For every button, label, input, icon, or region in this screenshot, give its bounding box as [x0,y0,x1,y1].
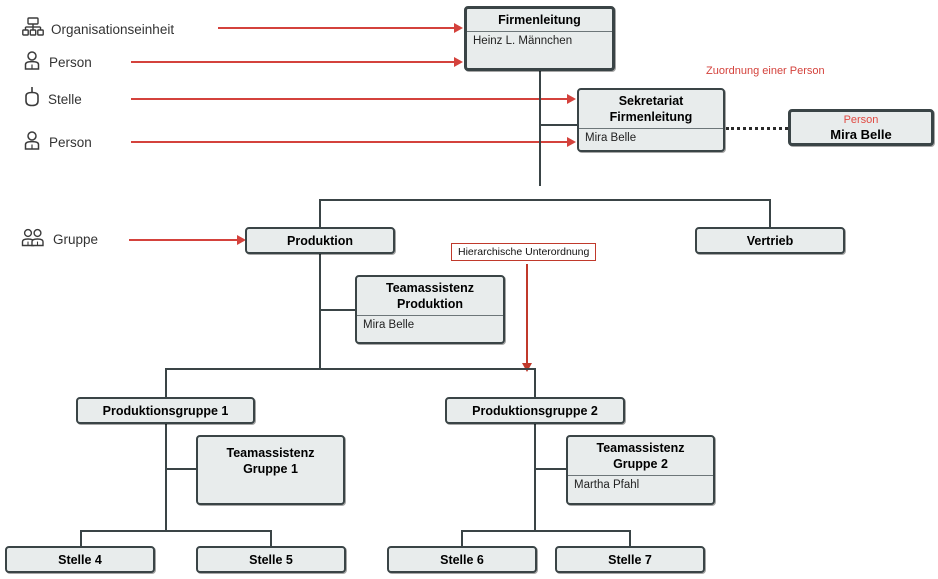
node-stelle-7[interactable]: Stelle 7 [555,546,705,573]
node-stelle-5[interactable]: Stelle 5 [196,546,346,573]
legend-item-stelle: Stelle [23,86,82,113]
connector-teamassistenz-g2-stub [534,468,567,470]
node-title-line-1: Teamassistenz [385,281,474,295]
node-stelle-4[interactable]: Stelle 4 [5,546,155,573]
node-title-line-2: Firmenleitung [609,110,693,124]
node-title: Stelle 5 [249,552,293,567]
legend-label: Stelle [48,92,82,107]
node-produktionsgruppe-1[interactable]: Produktionsgruppe 1 [76,397,255,424]
node-title: Stelle 4 [58,552,102,567]
node-person-card-mira-belle[interactable]: Person Mira Belle [788,109,934,146]
pointer-arrow-person-2 [567,136,576,147]
connector-sekretariat-stub [539,124,578,126]
annotation-hierarchy-line [526,264,528,363]
connector-gruppe2-spine [534,423,536,530]
person-icon [22,130,42,155]
connector-person-assignment-dotted [726,127,788,130]
connector-to-vertrieb [769,199,771,228]
legend-label: Gruppe [53,232,99,247]
annotation-hierarchy-box: Hierarchische Unterordnung [451,243,597,261]
node-teamassistenz-gruppe-1[interactable]: Teamassistenz Gruppe 1 [196,435,345,505]
pointer-line-stelle [131,98,567,100]
node-title: Stelle 7 [608,552,652,567]
node-title-line-1: Teamassistenz [596,441,685,455]
connector-to-stelle-5 [270,530,272,547]
connector-to-stelle-4 [80,530,82,547]
connector-teamassistenz-g1-stub [165,468,197,470]
legend-item-person-1: Person [22,50,92,75]
position-icon [23,86,41,113]
connector-to-stelle-7 [629,530,631,547]
annotation-assignment-label: Zuordnung einer Person [706,65,825,77]
node-firmenleitung[interactable]: Firmenleitung Heinz L. Männchen [464,6,615,71]
group-icon [20,227,46,252]
org-unit-icon [22,17,44,42]
node-title: Produktion [287,233,353,248]
pointer-arrow-gruppe [237,234,246,245]
node-produktionsgruppe-2[interactable]: Produktionsgruppe 2 [445,397,625,424]
person-card-kind: Person [843,113,879,126]
node-title: Firmenleitung [467,9,612,32]
pointer-line-gruppe [129,239,237,241]
node-person: Mira Belle [363,319,415,331]
node-title-line-2: Produktion [397,297,463,311]
pointer-arrow-organisationseinheit [454,22,463,33]
connector-teamassistenz-produktion-stub [319,309,357,311]
legend-label: Person [49,135,92,150]
node-title-line-1: Teamassistenz [226,446,315,460]
node-title: Produktionsgruppe 2 [472,403,598,418]
legend-item-person-2: Person [22,130,92,155]
node-title: Stelle 6 [440,552,484,567]
pointer-line-person-1 [131,61,454,63]
node-title-line-1: Sekretariat [618,94,684,108]
connector-to-produktion [319,199,321,228]
connector-gruppe1-spine [165,423,167,530]
connector-firmenleitung-spine [539,70,541,186]
node-title: Produktionsgruppe 1 [102,403,229,418]
connector-to-stelle-6 [461,530,463,547]
legend-item-organisationseinheit: Organisationseinheit [22,17,174,42]
node-title: Teamassistenz Gruppe 2 [568,437,713,476]
node-stelle-6[interactable]: Stelle 6 [387,546,537,573]
pointer-arrow-person-1 [454,56,463,67]
node-title-line-2: Gruppe 1 [243,462,298,476]
node-produktion[interactable]: Produktion [245,227,395,254]
annotation-hierarchy-arrow [522,363,532,372]
node-sekretariat-firmenleitung[interactable]: Sekretariat Firmenleitung Mira Belle [577,88,725,152]
pointer-line-organisationseinheit [218,27,454,29]
legend-label: Organisationseinheit [51,22,175,37]
connector-level2-bar [319,199,771,201]
node-person: Mira Belle [585,132,637,144]
node-person [198,480,343,486]
node-person: Heinz L. Männchen [473,35,573,47]
node-vertrieb[interactable]: Vertrieb [695,227,845,254]
legend-item-gruppe: Gruppe [20,227,98,252]
node-title: Teamassistenz Produktion [357,277,503,316]
connector-gruppe1-leaf-bar [80,530,271,532]
node-title: Vertrieb [746,233,794,248]
pointer-arrow-stelle [567,93,576,104]
person-icon [22,50,42,75]
connector-to-produktionsgruppe-2 [534,368,536,398]
node-title: Sekretariat Firmenleitung [579,90,723,129]
connector-level3-bar [165,368,536,370]
connector-gruppe2-leaf-bar [461,530,630,532]
person-card-name: Mira Belle [830,126,892,142]
legend-label: Person [49,55,92,70]
node-title: Teamassistenz Gruppe 1 [198,437,343,480]
node-teamassistenz-produktion[interactable]: Teamassistenz Produktion Mira Belle [355,275,505,344]
node-teamassistenz-gruppe-2[interactable]: Teamassistenz Gruppe 2 Martha Pfahl [566,435,715,505]
node-title-line-2: Gruppe 2 [613,457,668,471]
connector-to-produktionsgruppe-1 [165,368,167,398]
node-person: Martha Pfahl [574,479,640,491]
connector-produktion-spine [319,253,321,369]
pointer-line-person-2 [131,141,567,143]
